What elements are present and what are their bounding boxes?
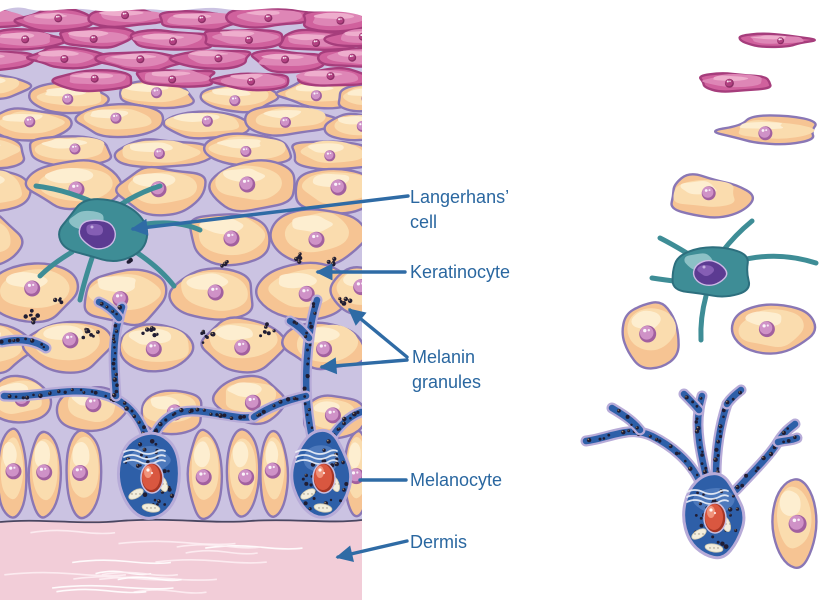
isolated-keratinocyte-teardrop bbox=[730, 303, 817, 355]
isolated-langerhans-cell bbox=[649, 218, 819, 343]
melanin-pointer-upper bbox=[348, 308, 409, 359]
isolated-melanocyte bbox=[580, 384, 803, 560]
stratum-corneum-cells bbox=[0, 6, 362, 93]
isolated-keratinocyte-1 bbox=[670, 173, 755, 219]
pointer-arrows bbox=[130, 194, 410, 563]
melanin-pointer-lower bbox=[319, 357, 409, 375]
skin-surface bbox=[0, 4, 362, 16]
langerhans-cell bbox=[33, 183, 203, 303]
skin-tissue-cross-section bbox=[0, 4, 362, 600]
dermis-layer bbox=[0, 521, 362, 600]
label-langerhans-cell: Langerhans’ cell bbox=[410, 187, 510, 232]
melanocytes bbox=[0, 294, 362, 520]
label-melanocyte: Melanocyte bbox=[410, 470, 503, 490]
isolated-corneocyte-1 bbox=[738, 32, 816, 49]
isolated-corneocyte-2 bbox=[699, 72, 772, 93]
dermis-pointer bbox=[335, 539, 409, 563]
label-melanin-granules: Melanin granules bbox=[412, 347, 482, 392]
basement-membrane bbox=[0, 518, 362, 524]
langerhans-pointer bbox=[130, 194, 410, 236]
label-keratinocyte: Keratinocyte bbox=[410, 262, 511, 282]
isolated-flat-keratinocyte bbox=[714, 114, 817, 146]
isolated-keratinocyte-round bbox=[621, 301, 680, 370]
isolated-basal-keratinocyte bbox=[771, 478, 818, 570]
melanin-granules bbox=[23, 252, 353, 344]
isolated-cells bbox=[580, 32, 819, 570]
label-dermis: Dermis bbox=[410, 532, 467, 552]
